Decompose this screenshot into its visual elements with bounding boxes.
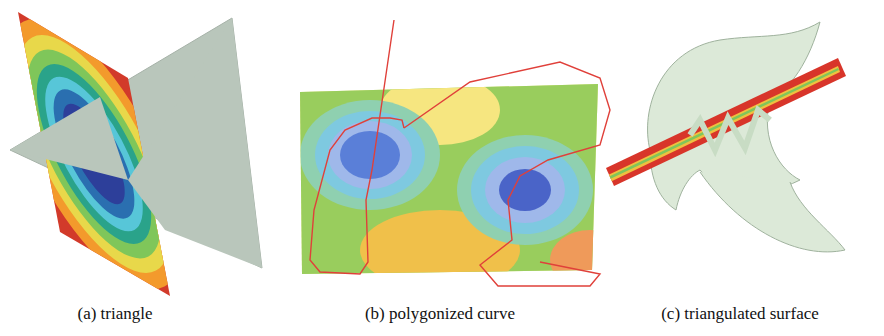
figure-caption: (c) triangulated surface (661, 304, 819, 324)
triangle-figure (0, 0, 262, 314)
figure-caption: (a) triangle (77, 304, 152, 324)
surface-figure (600, 22, 860, 252)
figure-caption: (b) polygonized curve (365, 304, 515, 324)
curve-figure (290, 20, 630, 290)
